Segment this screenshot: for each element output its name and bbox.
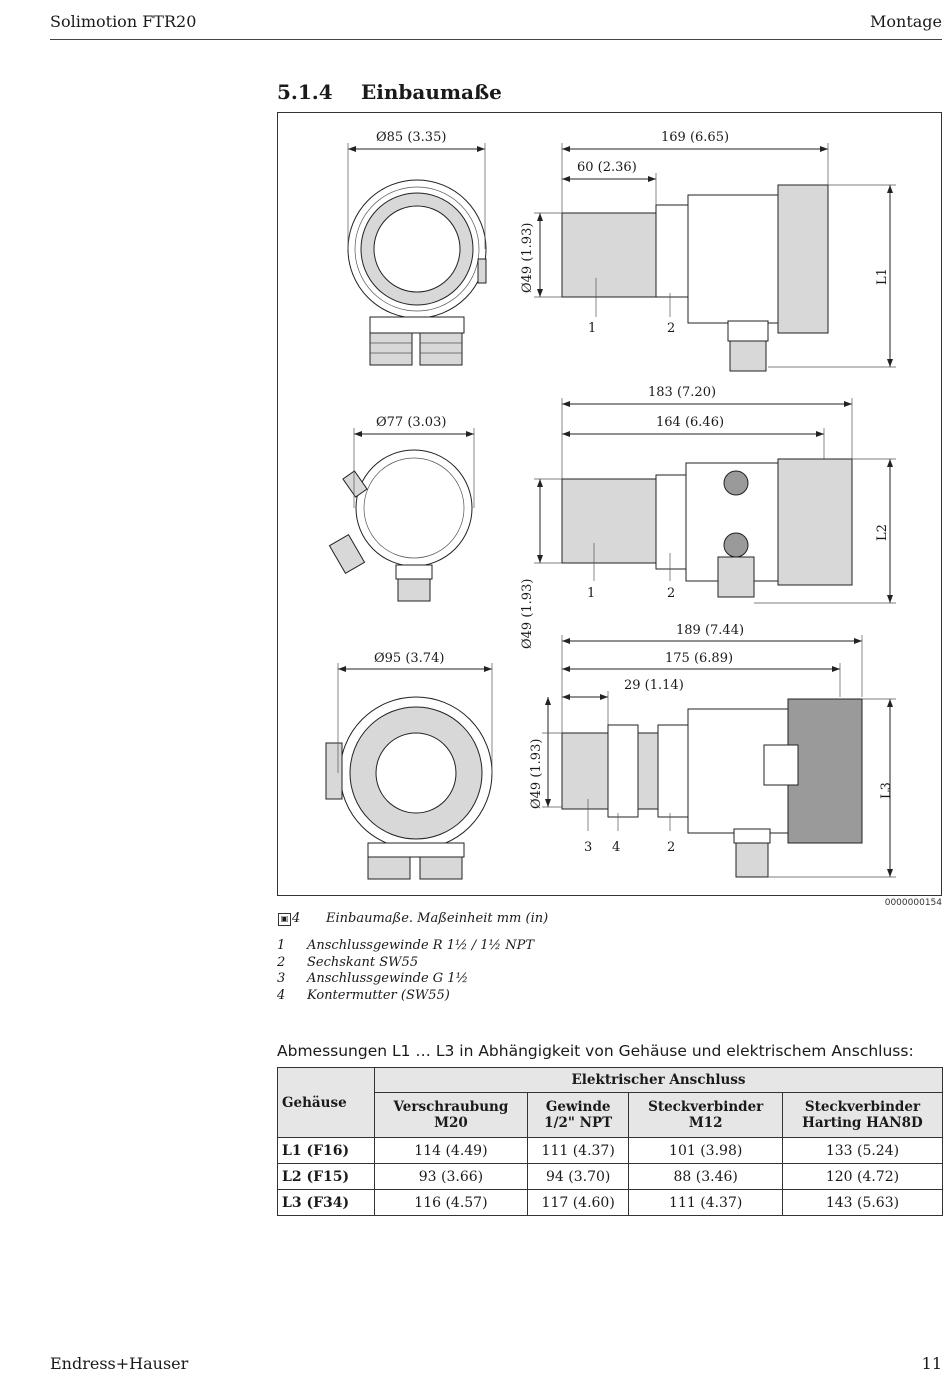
dim-L2: L2 [875, 524, 890, 541]
dim-d164: 164 (6.46) [656, 415, 724, 430]
header-rule [50, 39, 942, 40]
figure-caption: Einbaumaße. Maßeinheit mm (in) [326, 911, 549, 926]
callout-c2: 2 [667, 840, 675, 855]
col-group: Elektrischer Anschluss [374, 1067, 943, 1093]
callout-b2: 2 [667, 586, 675, 601]
front-view-b [328, 449, 473, 602]
side-view-a [561, 184, 829, 372]
table-row: L2 (F15) 93 (3.66)94 (3.70)88 (3.46)120 … [277, 1163, 944, 1190]
dim-L3: L3 [879, 782, 894, 799]
front-view-a [347, 179, 487, 366]
page-number: 11 [921, 1354, 942, 1373]
figure-code: 0000000154 [884, 898, 942, 908]
col-gehaeuse: Gehäuse [277, 1067, 375, 1138]
table-row: L1 (F16) 114 (4.49)111 (4.37)101 (3.98)1… [277, 1137, 944, 1164]
figure-icon: ▣ [278, 913, 291, 926]
dim-d77: Ø77 (3.03) [376, 415, 446, 430]
dim-d49a: Ø49 (1.93) [520, 223, 535, 293]
drawing-canvas: Ø85 (3.35) 169 (6.65) 60 (2.36) Ø49 (1.9… [325, 130, 896, 880]
dim-d95: Ø95 (3.74) [374, 651, 444, 666]
front-view-c [325, 696, 493, 880]
header-chapter: Montage [870, 12, 942, 31]
dim-d175: 175 (6.89) [665, 651, 733, 666]
footer-brand: Endress+Hauser [50, 1354, 189, 1373]
table-intro: Abmessungen L1 … L3 in Abhängigkeit von … [277, 1042, 914, 1060]
dim-d29: 29 (1.14) [624, 678, 684, 693]
callout-c3: 3 [584, 840, 592, 855]
header-doc-title: Solimotion FTR20 [50, 12, 197, 31]
dim-d49c: Ø49 (1.93) [529, 739, 544, 809]
section-title: Einbaumaße [361, 80, 502, 104]
table-row: L3 (F34) 116 (4.57)117 (4.60)111 (4.37)1… [277, 1189, 944, 1216]
section-number: 5.1.4 [277, 80, 333, 104]
side-view-c [561, 698, 863, 878]
dimension-drawing: Ø85 (3.35) 169 (6.65) 60 (2.36) Ø49 (1.9… [277, 112, 942, 896]
callout-c4: 4 [612, 840, 620, 855]
dim-d49b: Ø49 (1.93) [520, 579, 535, 649]
figure-number: 4 [292, 911, 301, 926]
side-view-b [561, 458, 853, 598]
dim-L1: L1 [875, 268, 890, 285]
dim-d169: 169 (6.65) [661, 130, 729, 145]
callout-a1: 1 [588, 321, 596, 336]
callout-a2: 2 [667, 321, 675, 336]
callout-b1: 1 [587, 586, 595, 601]
dim-d189: 189 (7.44) [676, 623, 744, 638]
dimensions-table: Gehäuse Elektrischer Anschluss Verschrau… [277, 1067, 944, 1216]
dim-d183: 183 (7.20) [648, 385, 716, 400]
dim-d85: Ø85 (3.35) [376, 130, 446, 145]
dim-d60: 60 (2.36) [577, 160, 637, 175]
